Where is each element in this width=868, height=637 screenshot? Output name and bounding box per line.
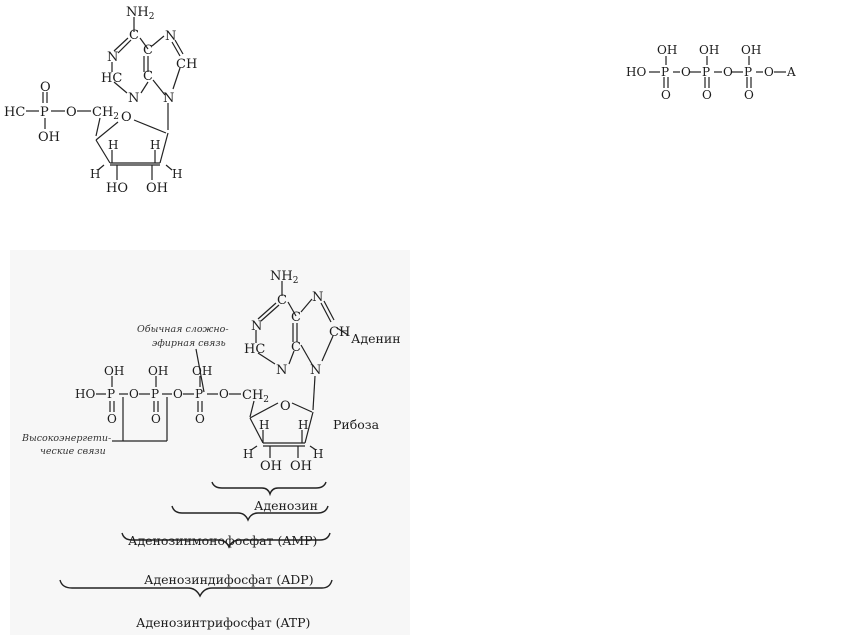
- top-right-bonds: [649, 56, 786, 88]
- atp-phosphate-oxo: O: [195, 412, 205, 426]
- top-left-phosphate-oh: OH: [38, 130, 60, 145]
- adp-label: Аденозиндифосфат (ADP): [144, 572, 314, 587]
- atp-phosphorus-beta: P: [151, 387, 159, 401]
- top-left-bonds: [26, 17, 184, 180]
- top-right-oxo: O: [702, 88, 712, 102]
- top-right-hydroxyl: OH: [657, 43, 677, 57]
- top-left-c6: C: [129, 28, 139, 43]
- atp-diagram: NH2 C N HC N C C N CH N HO OH OH OH P P …: [10, 250, 410, 635]
- adenine-label: Аденин: [351, 331, 401, 346]
- top-left-n3: N: [128, 91, 139, 106]
- top-left-phosphate-oxo: O: [40, 80, 51, 95]
- atp-ribose-h: H: [298, 418, 308, 432]
- atp-c4: C: [291, 340, 301, 355]
- top-left-structure: NH2 C N HC N C C N CH N HC P O OH O CH2 …: [4, 5, 197, 196]
- atp-bonds: [96, 281, 335, 458]
- ribose-label: Рибоза: [333, 417, 380, 432]
- top-right-bridge-oxygen: O: [723, 65, 733, 79]
- top-right-phosphorus: P: [702, 65, 710, 79]
- amp-label: Аденозинмонофосфат (AMP): [128, 533, 317, 548]
- top-left-ribose-hydroxyl: OH: [146, 181, 168, 196]
- top-left-amino-group: NH2: [126, 5, 154, 22]
- top-left-ribose-h: H: [90, 167, 100, 181]
- atp-c2: HC: [244, 342, 265, 357]
- atp-c5: C: [291, 310, 301, 325]
- atp-ch2: CH2: [242, 388, 269, 405]
- atp-bridge-oxygen: O: [173, 387, 183, 401]
- top-left-ribose-h: H: [172, 167, 182, 181]
- atp-ester-oxygen: O: [219, 387, 229, 401]
- atp-ribose-h: H: [243, 447, 253, 461]
- top-left-ribose-h: H: [108, 138, 118, 152]
- top-left-c5: C: [143, 43, 153, 58]
- atp-label: Аденозинтрифосфат (ATP): [136, 615, 310, 630]
- atp-terminal-ho: HO: [75, 387, 95, 401]
- top-right-bridge-oxygen: O: [681, 65, 691, 79]
- atp-ribose-hydroxyl: OH: [290, 459, 312, 474]
- atp-phosphate-oxo: O: [107, 412, 117, 426]
- atp-brace: [59, 579, 333, 598]
- top-left-ch2: CH2: [92, 105, 119, 122]
- top-right-oxo: O: [744, 88, 754, 102]
- atp-diagram-background: [10, 250, 410, 635]
- atp-phosphate-oxo: O: [151, 412, 161, 426]
- top-left-ribose-oxygen: O: [121, 110, 132, 125]
- atp-annotation-lines: [112, 327, 349, 442]
- atp-phosphorus-gamma: P: [107, 387, 115, 401]
- top-left-n1: N: [107, 50, 118, 65]
- high-energy-bonds-note-line1: Высокоэнергети-: [21, 433, 111, 444]
- atp-n7: N: [312, 290, 323, 305]
- atp-phosphate-oh: OH: [104, 364, 124, 378]
- high-energy-bonds-note-line2: ческие связи: [40, 446, 106, 457]
- atp-ribose-hydroxyl: OH: [260, 459, 282, 474]
- adp-brace: [121, 532, 331, 549]
- top-left-n7: N: [165, 29, 176, 44]
- top-right-hydroxyl: OH: [741, 43, 761, 57]
- adenosine-brace: [211, 481, 327, 497]
- top-right-phosphorus: P: [661, 65, 669, 79]
- atp-amino-group: NH2: [270, 269, 298, 286]
- top-left-ester-oxygen: O: [66, 105, 77, 120]
- top-right-hydroxyl: OH: [699, 43, 719, 57]
- atp-c8: CH: [329, 325, 350, 340]
- atp-n9: N: [310, 363, 321, 378]
- atp-ribose-h: H: [313, 447, 323, 461]
- top-right-structure: OH OH OH HO P O P O P O A O O O: [626, 43, 796, 102]
- atp-n1: N: [251, 319, 262, 334]
- atp-ribose-oxygen: O: [280, 399, 291, 414]
- atp-phosphate-oh: OH: [148, 364, 168, 378]
- top-left-ribose-hydroxyl: HO: [106, 181, 128, 196]
- amp-brace: [171, 505, 329, 522]
- top-right-adenosine-a: A: [786, 65, 796, 79]
- top-left-phosphate-left: HC: [4, 105, 25, 120]
- ester-bond-note-line1: Обычная сложно-: [137, 324, 229, 335]
- atp-bridge-oxygen: O: [129, 387, 139, 401]
- top-right-phosphorus: P: [744, 65, 752, 79]
- atp-phosphorus-alpha: P: [195, 387, 203, 401]
- top-left-c8: CH: [176, 57, 197, 72]
- atp-ribose-h: H: [259, 418, 269, 432]
- top-right-oxo: O: [661, 88, 671, 102]
- ester-bond-note-line2: эфирная связь: [152, 338, 226, 349]
- top-left-c2: HC: [101, 71, 122, 86]
- atp-c6: C: [277, 293, 287, 308]
- top-left-c4: C: [143, 69, 153, 84]
- adenosine-label: Аденозин: [254, 498, 318, 513]
- atp-phosphate-oh: OH: [192, 364, 212, 378]
- top-right-bridge-oxygen: O: [764, 65, 774, 79]
- top-right-chain-ho: HO: [626, 65, 646, 79]
- top-left-n9: N: [163, 91, 174, 106]
- atp-braces: [59, 481, 333, 598]
- atp-n3: N: [276, 363, 287, 378]
- top-left-phosphorus: P: [40, 105, 49, 120]
- top-left-ribose-h: H: [150, 138, 160, 152]
